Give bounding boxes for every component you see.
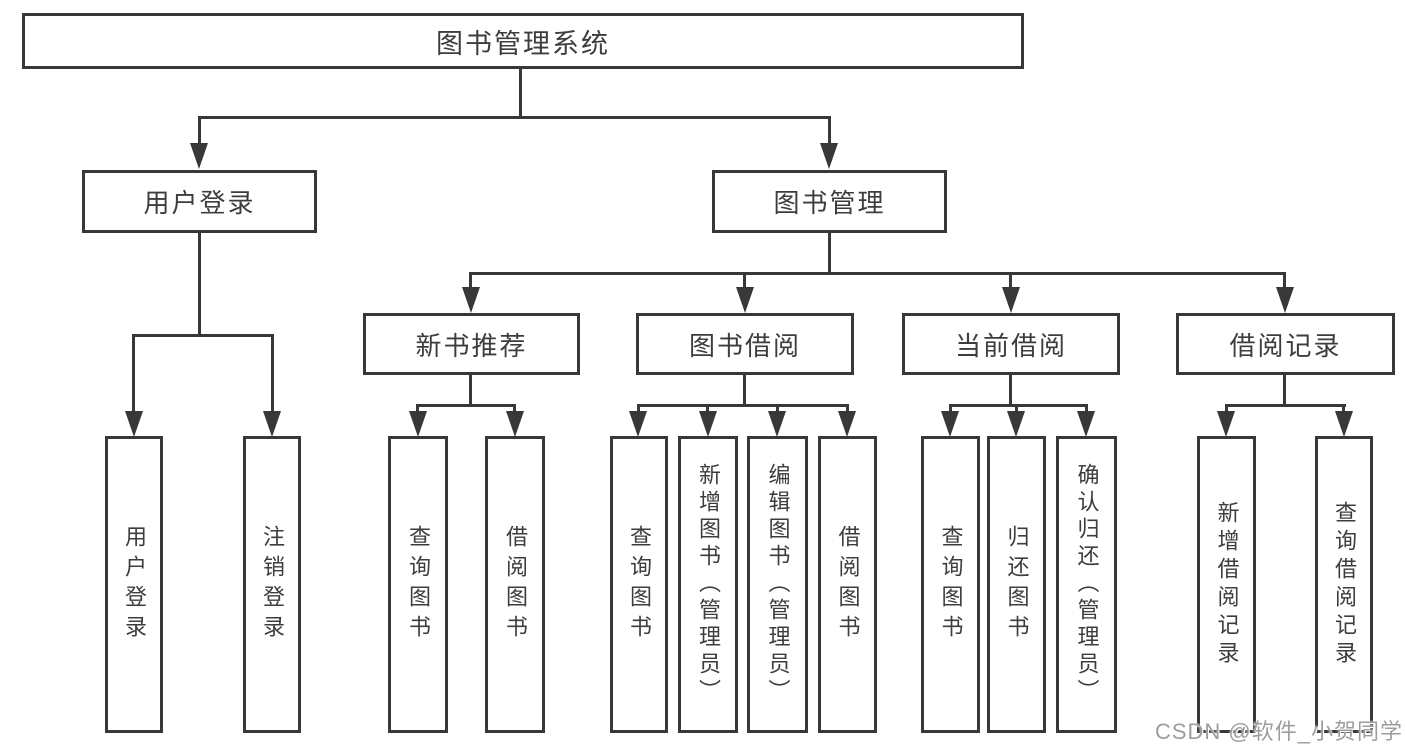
connector-to-leaf-logout-shaft xyxy=(271,334,274,414)
connector-root-stub xyxy=(519,68,522,118)
connector-user-login-stub xyxy=(198,233,201,336)
connector-shaft xyxy=(513,404,516,414)
arrowhead-icon xyxy=(736,287,754,313)
node-user-login-label: 用户登录 xyxy=(143,188,256,218)
leaf-add-borrow-record-label: 新增借阅记录 xyxy=(1214,500,1240,669)
node-new-book-recommendation-label: 新书推荐 xyxy=(415,330,528,361)
node-book-management-label: 图书管理 xyxy=(773,188,886,218)
node-user-login: 用户登录 xyxy=(82,170,317,233)
leaf-add-books-admin: 新增图书（管理员） xyxy=(678,436,738,733)
node-book-borrowing: 图书借阅 xyxy=(636,313,854,375)
connector-to-book-borrowing-shaft xyxy=(743,272,746,289)
connector-shaft xyxy=(846,404,849,414)
leaf-borrow-books-label: 借阅图书 xyxy=(835,524,861,645)
connector-shaft xyxy=(949,404,952,414)
arrowhead-icon xyxy=(462,287,480,313)
leaf-query-borrow-record-label: 查询借阅记录 xyxy=(1332,500,1357,669)
node-library-system-label: 图书管理系统 xyxy=(436,28,610,59)
connector-to-book-management-shaft xyxy=(828,116,831,146)
connector-to-current-borrowing-shaft xyxy=(1009,272,1012,289)
connector-to-new-book-shaft xyxy=(469,272,472,289)
connector-level1-bar xyxy=(198,116,831,119)
connector-shaft xyxy=(706,404,709,414)
leaf-return-books-label: 归还图书 xyxy=(1004,524,1030,645)
node-new-book-recommendation: 新书推荐 xyxy=(363,313,580,375)
arrowhead-icon xyxy=(820,143,838,169)
arrowhead-icon xyxy=(1002,287,1020,313)
leaf-query-books-borrowing-label: 查询图书 xyxy=(627,524,652,645)
connector-shaft xyxy=(1225,404,1228,414)
leaf-borrow-books-recommend: 借阅图书 xyxy=(485,436,545,733)
node-borrowing-records: 借阅记录 xyxy=(1176,313,1395,375)
csdn-watermark: CSDN @软件_小贺同学 xyxy=(1154,719,1403,744)
connector-to-borrowing-records-shaft xyxy=(1283,272,1286,289)
node-library-system: 图书管理系统 xyxy=(22,13,1024,69)
arrowhead-icon xyxy=(1217,411,1235,437)
arrowhead-icon xyxy=(699,411,717,437)
leaf-edit-books-admin: 编辑图书（管理员） xyxy=(747,436,808,733)
leaf-borrow-books-recommend-label: 借阅图书 xyxy=(503,524,528,645)
node-current-borrowing-label: 当前借阅 xyxy=(954,330,1067,361)
connector-book-borrowing-bar xyxy=(637,404,849,407)
connector-shaft xyxy=(776,404,779,414)
arrowhead-icon xyxy=(1335,411,1353,437)
connector-to-leaf-user-login-shaft xyxy=(132,334,135,414)
connector-shaft xyxy=(1342,404,1345,414)
connector-new-book-bar xyxy=(416,404,516,407)
leaf-return-books: 归还图书 xyxy=(987,436,1046,733)
arrowhead-icon xyxy=(1007,411,1025,437)
leaf-query-books-recommend: 查询图书 xyxy=(388,436,448,733)
arrowhead-icon xyxy=(409,411,427,437)
connector-borrowing-records-bar xyxy=(1225,404,1346,407)
connector-shaft xyxy=(416,404,419,414)
connector-borrowing-records-stub xyxy=(1283,375,1286,406)
arrowhead-icon xyxy=(1077,411,1095,437)
leaf-confirm-return-admin-label: 确认归还（管理员） xyxy=(1074,463,1100,706)
connector-to-user-login-shaft xyxy=(198,116,201,146)
connector-shaft xyxy=(1015,404,1018,414)
arrowhead-icon xyxy=(941,411,959,437)
arrowhead-icon xyxy=(125,411,143,437)
connector-user-login-bar xyxy=(132,334,274,337)
leaf-query-borrow-record: 查询借阅记录 xyxy=(1315,436,1373,733)
connector-book-management-stub xyxy=(828,233,831,274)
leaf-query-books-current-label: 查询图书 xyxy=(938,524,964,645)
leaf-logout: 注销登录 xyxy=(243,436,301,733)
leaf-logout-label: 注销登录 xyxy=(260,524,285,645)
arrowhead-icon xyxy=(768,411,786,437)
connector-shaft xyxy=(1085,404,1088,414)
leaf-add-borrow-record: 新增借阅记录 xyxy=(1197,436,1256,733)
arrowhead-icon xyxy=(838,411,856,437)
connector-current-borrowing-bar xyxy=(949,404,1088,407)
leaf-user-login: 用户登录 xyxy=(105,436,163,733)
arrowhead-icon xyxy=(190,143,208,169)
leaf-edit-books-admin-label: 编辑图书（管理员） xyxy=(765,463,791,706)
connector-book-borrowing-stub xyxy=(743,375,746,406)
leaf-query-books-recommend-label: 查询图书 xyxy=(406,524,431,645)
node-borrowing-records-label: 借阅记录 xyxy=(1229,330,1342,361)
leaf-borrow-books: 借阅图书 xyxy=(818,436,877,733)
node-book-borrowing-label: 图书借阅 xyxy=(688,330,801,361)
arrowhead-icon xyxy=(1276,287,1294,313)
arrowhead-icon xyxy=(263,411,281,437)
leaf-query-books-borrowing: 查询图书 xyxy=(610,436,668,733)
leaf-user-login-label: 用户登录 xyxy=(122,524,147,645)
leaf-add-books-admin-label: 新增图书（管理员） xyxy=(696,463,721,706)
connector-current-borrowing-stub xyxy=(1009,375,1012,406)
leaf-confirm-return-admin: 确认归还（管理员） xyxy=(1056,436,1117,733)
connector-level3-bar xyxy=(469,272,1286,275)
connector-new-book-stub xyxy=(469,375,472,406)
connector-shaft xyxy=(637,404,640,414)
leaf-query-books-current: 查询图书 xyxy=(921,436,980,733)
arrowhead-icon xyxy=(506,411,524,437)
arrowhead-icon xyxy=(629,411,647,437)
node-current-borrowing: 当前借阅 xyxy=(902,313,1120,375)
node-book-management: 图书管理 xyxy=(712,170,947,233)
